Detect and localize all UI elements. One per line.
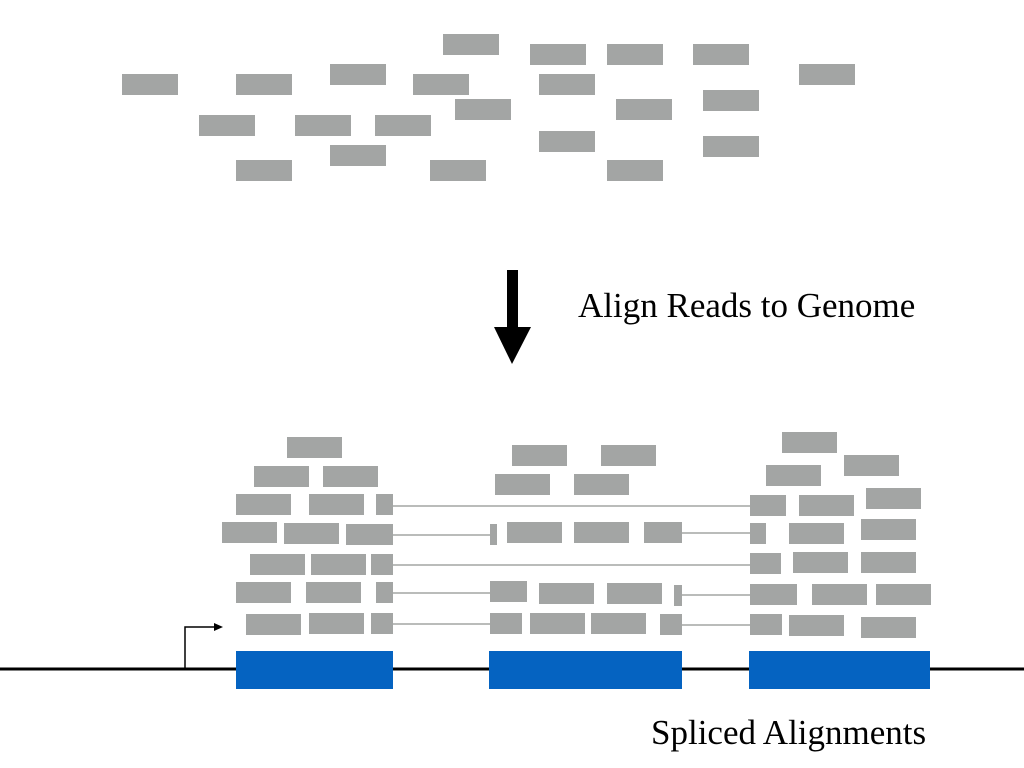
read	[512, 445, 567, 466]
read	[674, 585, 682, 606]
read	[574, 474, 629, 495]
read	[782, 432, 837, 453]
read	[750, 584, 797, 605]
read	[490, 524, 497, 545]
read	[750, 614, 782, 635]
read	[861, 617, 916, 638]
tss-arrow-icon	[184, 623, 223, 669]
read	[539, 74, 595, 95]
read	[236, 582, 291, 603]
exon-2	[489, 651, 682, 689]
read	[812, 584, 867, 605]
read	[236, 160, 292, 181]
read	[330, 64, 386, 85]
read	[309, 494, 364, 515]
read	[607, 44, 663, 65]
read	[284, 523, 339, 544]
read	[750, 523, 766, 544]
read	[495, 474, 550, 495]
read	[574, 522, 629, 543]
read	[799, 495, 854, 516]
read	[490, 613, 522, 634]
read	[601, 445, 656, 466]
read	[530, 44, 586, 65]
read	[311, 554, 366, 575]
exons	[236, 651, 930, 689]
read	[660, 614, 682, 635]
read	[866, 488, 921, 509]
exon-3	[749, 651, 930, 689]
down-arrow-icon	[494, 270, 531, 364]
read	[507, 522, 562, 543]
exon-3-read-pileup	[750, 432, 931, 638]
read	[876, 584, 931, 605]
read	[750, 553, 781, 574]
exon-2-read-pileup	[490, 445, 682, 635]
read	[254, 466, 309, 487]
read	[693, 44, 749, 65]
read	[309, 613, 364, 634]
read	[287, 437, 342, 458]
read	[793, 552, 848, 573]
read	[375, 115, 431, 136]
read	[246, 614, 301, 635]
read	[455, 99, 511, 120]
read	[789, 523, 844, 544]
align-step-label: Align Reads to Genome	[578, 286, 916, 325]
read	[371, 613, 393, 634]
read	[607, 583, 662, 604]
read	[750, 495, 786, 516]
exon-1-read-pileup	[222, 437, 393, 635]
read	[490, 581, 527, 602]
read	[844, 455, 899, 476]
read	[530, 613, 585, 634]
read	[250, 554, 305, 575]
read	[199, 115, 255, 136]
read	[591, 613, 646, 634]
read	[330, 145, 386, 166]
read	[295, 115, 351, 136]
read	[539, 583, 594, 604]
read	[371, 554, 393, 575]
read	[236, 74, 292, 95]
splice-junction-lines	[393, 505, 750, 626]
read	[346, 524, 393, 545]
read	[703, 136, 759, 157]
read	[376, 494, 393, 515]
read	[122, 74, 178, 95]
unaligned-reads	[122, 34, 855, 181]
read	[236, 494, 291, 515]
read	[861, 552, 916, 573]
read	[443, 34, 499, 55]
read	[799, 64, 855, 85]
spliced-alignments-label: Spliced Alignments	[651, 713, 927, 752]
read	[607, 160, 663, 181]
read	[323, 466, 378, 487]
exon-1	[236, 651, 393, 689]
read	[413, 74, 469, 95]
read	[703, 90, 759, 111]
read	[861, 519, 916, 540]
read	[789, 615, 844, 636]
read	[376, 582, 393, 603]
read	[616, 99, 672, 120]
read	[644, 522, 682, 543]
read	[306, 582, 361, 603]
read	[430, 160, 486, 181]
read	[222, 522, 277, 543]
read	[539, 131, 595, 152]
read	[766, 465, 821, 486]
